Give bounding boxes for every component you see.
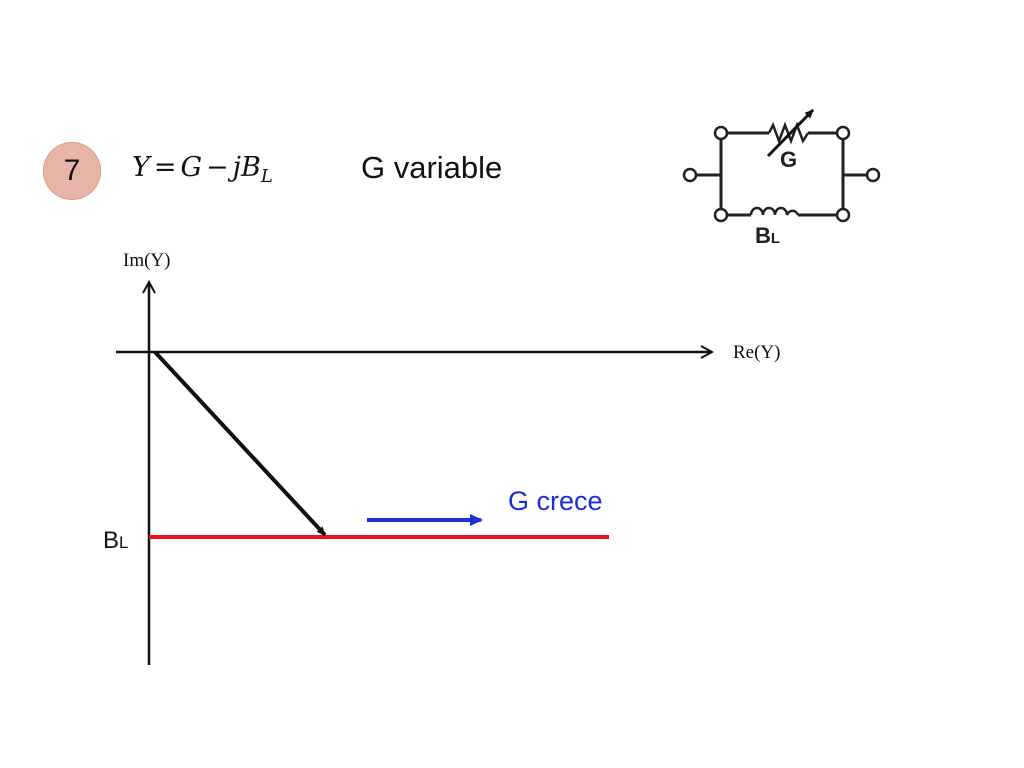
- formula-j: j: [232, 152, 242, 183]
- formula-minus: −: [206, 152, 229, 183]
- bl-axis-label: BL: [103, 527, 128, 554]
- bl-axis-label-main: B: [103, 527, 119, 554]
- bl-axis-label-sub: L: [119, 533, 128, 552]
- node-bottom-left: [713, 207, 729, 223]
- formula-equals: =: [153, 152, 177, 183]
- formula-b-subscript: L: [260, 166, 273, 187]
- terminal-right-node: [865, 167, 881, 183]
- variable-resistor-arrow: [766, 108, 815, 158]
- formula-g: G: [180, 152, 203, 183]
- circuit-bl-label-main: B: [755, 223, 771, 248]
- imaginary-axis-label: Im(Y): [123, 250, 170, 271]
- node-top-left: [713, 125, 729, 141]
- parallel-circuit-schematic: [697, 121, 866, 217]
- g-increase-label: G crece: [508, 486, 603, 516]
- inductor-symbol: [749, 206, 800, 216]
- terminal-left-node: [682, 167, 698, 183]
- slide-number-badge: 7: [43, 142, 101, 200]
- node-top-right: [835, 125, 851, 141]
- node-bottom-right: [835, 207, 851, 223]
- slide-number: 7: [63, 154, 81, 187]
- formula-lhs: Y: [132, 152, 150, 183]
- real-axis-label: Re(Y): [733, 342, 780, 363]
- admittance-formula: Y=G−jBL: [132, 152, 273, 187]
- resistor-symbol: [767, 121, 810, 145]
- circuit-bl-label: BL: [755, 223, 780, 248]
- admittance-phasor-arrow: [153, 350, 327, 537]
- formula-b: B: [241, 152, 261, 183]
- circuit-g-label: G: [780, 147, 797, 172]
- slide-title: G variable: [361, 150, 503, 185]
- circuit-bl-label-sub: L: [771, 230, 780, 247]
